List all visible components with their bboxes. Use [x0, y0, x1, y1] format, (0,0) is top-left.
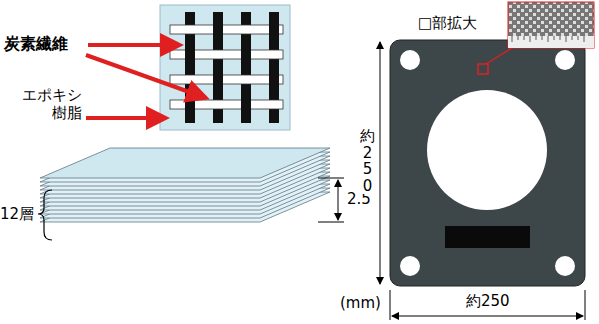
unit-label: (mm) — [340, 294, 381, 312]
thickness-dimension — [318, 178, 344, 222]
cfrp-plate — [390, 40, 585, 286]
width-dimension: 約250 — [466, 292, 510, 310]
zoom-note: □部拡大 — [418, 14, 477, 32]
laminate-stack — [40, 148, 330, 222]
height-dimension: 約250 — [360, 128, 375, 194]
resin-label: エポキシ 樹脂 — [6, 86, 82, 122]
plate-dimensions — [380, 42, 585, 320]
pointer-arrows — [86, 45, 206, 118]
fiber-label: 炭素繊維 — [4, 34, 68, 53]
layer-brace — [38, 190, 52, 240]
zoom-inset — [508, 2, 594, 48]
layer-count: 12層 — [0, 205, 34, 223]
woven-fabric — [160, 5, 290, 130]
